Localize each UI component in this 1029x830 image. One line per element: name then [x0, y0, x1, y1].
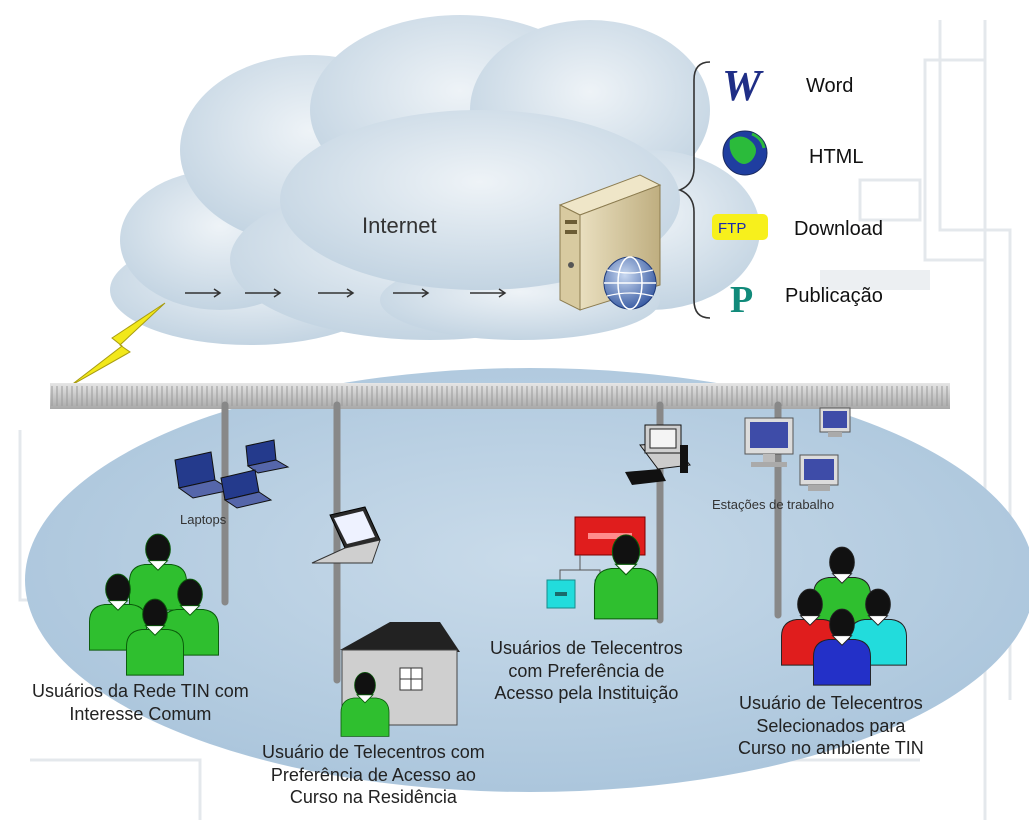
- svg-text:W: W: [722, 61, 764, 110]
- word-w-icon: W: [722, 61, 764, 110]
- server-icon: [558, 174, 662, 311]
- publisher-p-icon: P: [730, 279, 753, 321]
- service-word-label: Word: [806, 75, 854, 97]
- internet-cloud: [110, 15, 760, 345]
- flow-arrows: [185, 288, 507, 298]
- desktop-computer-icon: [625, 424, 691, 485]
- lightning-bolt-icon: [69, 302, 166, 387]
- group-label-residencia: Usuário de Telecentros com Preferência d…: [262, 742, 485, 807]
- internet-label: Internet: [362, 213, 437, 238]
- ftp-icon-text: FTP: [718, 220, 746, 237]
- globe-icon: [722, 130, 768, 176]
- service-download-label: Download: [794, 218, 883, 240]
- svg-text:P: P: [730, 279, 753, 321]
- group-label-instituicao: Usuários de Telecentros com Preferência …: [490, 638, 683, 703]
- services-brace: [677, 61, 711, 319]
- laptop-icon: [174, 439, 290, 509]
- service-publicacao-label: Publicação: [785, 285, 883, 307]
- group-label-rede-tin: Usuários da Rede TIN com Interesse Comum: [32, 681, 249, 724]
- service-html-label: HTML: [809, 146, 864, 168]
- workstations-label: Estações de trabalho: [712, 497, 835, 512]
- laptop-icon: [311, 506, 381, 564]
- group-label-selecionados: Usuário de Telecentros Selecionados para…: [738, 693, 924, 758]
- network-backbone-rail: [50, 383, 950, 409]
- ftp-icon: FTP: [712, 214, 768, 240]
- workstation-icon: [744, 407, 851, 491]
- laptops-label: Laptops: [180, 512, 227, 527]
